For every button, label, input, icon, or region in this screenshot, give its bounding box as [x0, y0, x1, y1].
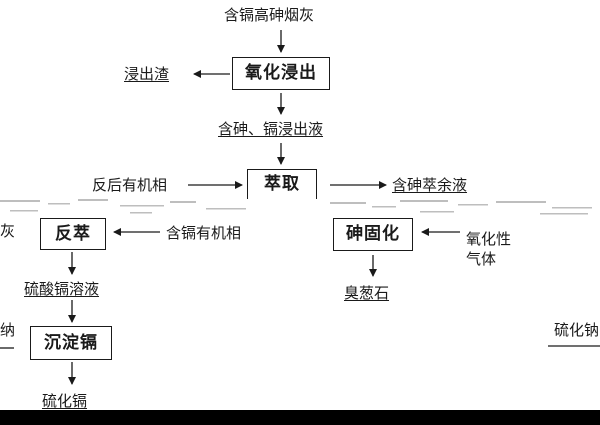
node-cd-organic: 含镉有机相	[166, 224, 242, 242]
node-cds-product: 硫化镉	[42, 392, 88, 410]
node-leach-residue: 浸出渣	[124, 65, 170, 83]
node-leach-liquor: 含砷、镉浸出液	[218, 120, 324, 138]
node-raffinate: 含砷萃余液	[392, 176, 468, 194]
node-stripped-organic: 反后有机相	[92, 176, 168, 194]
node-left-cut-top: 灰	[0, 222, 14, 240]
node-left-cut-mid: 纳	[0, 321, 16, 339]
node-oxidizing-gas-1: 氧化性	[466, 230, 512, 248]
node-oxidizing-gas-2: 气体	[466, 250, 497, 268]
node-right-cut: 硫化钠	[554, 321, 600, 339]
node-cdso4-solution: 硫酸镉溶液	[24, 280, 100, 298]
node-feed: 含镉高砷烟灰	[224, 6, 315, 24]
box-back-extraction: 反萃	[40, 218, 106, 250]
scan-noise-band	[0, 196, 600, 222]
bottom-black-bar	[0, 410, 600, 425]
node-scorodite: 臭葱石	[344, 284, 390, 302]
box-extraction: 萃取	[247, 169, 317, 199]
box-oxidative-leach: 氧化浸出	[232, 57, 330, 90]
box-as-fixation: 砷固化	[333, 218, 413, 251]
box-cd-precipitation: 沉淀镉	[30, 326, 112, 360]
